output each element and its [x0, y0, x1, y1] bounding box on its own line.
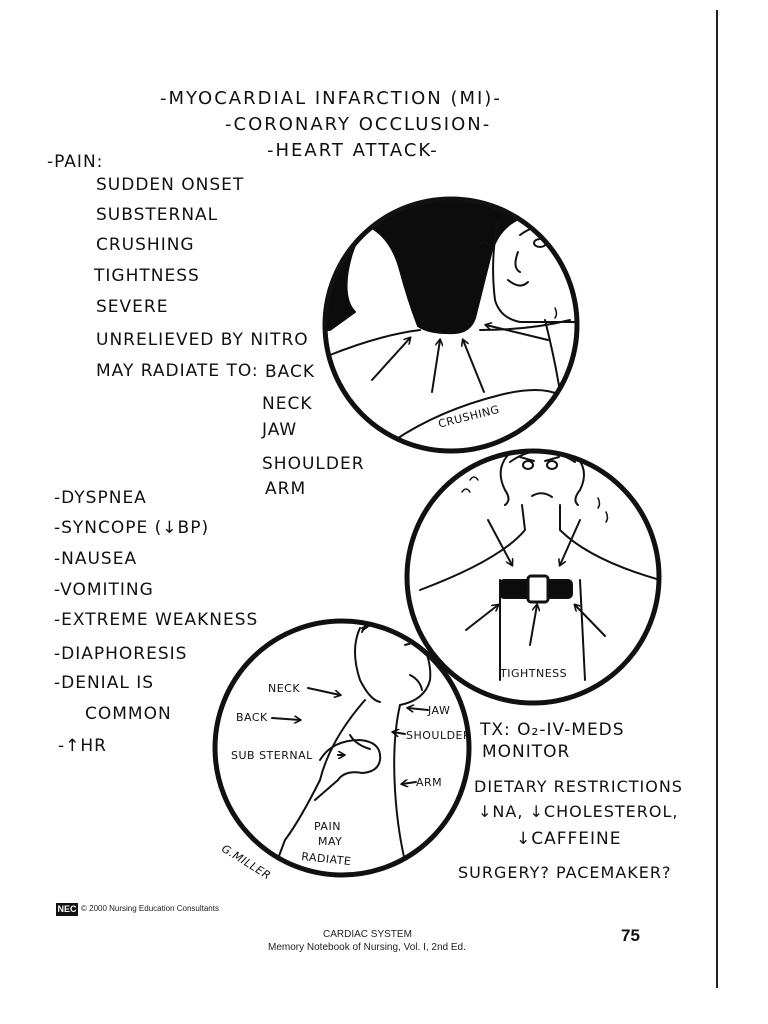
title-line-3: -HEART ATTACK- [267, 140, 439, 161]
jaw-label: JAW [428, 704, 451, 717]
treatment-tx: TX: O₂-IV-MEDS [480, 720, 625, 740]
copyright: © 2000 Nursing Education Consultants [81, 904, 219, 913]
book-title: Memory Notebook of Nursing, Vol. I, 2nd … [268, 942, 466, 953]
crushing-illustration [322, 196, 580, 454]
symptom-item: -DENIAL IS [54, 673, 155, 693]
diet-heading: DIETARY RESTRICTIONS [474, 777, 683, 796]
shoulder-label: SHOULDER [406, 729, 472, 742]
symptom-item: -DYSPNEA [54, 488, 147, 508]
substernal-label: SUB STERNAL [231, 749, 313, 762]
radiate-caption-line: PAIN [314, 820, 341, 833]
pain-heading: -PAIN: [47, 152, 104, 172]
pain-item: SUDDEN ONSET [96, 175, 245, 195]
pain-item: TIGHTNESS [94, 266, 200, 286]
radiate-site: JAW [262, 420, 298, 440]
symptom-item: -SYNCOPE (↓BP) [54, 518, 210, 538]
tightness-illustration [404, 448, 662, 706]
radiate-label: MAY RADIATE TO: [96, 361, 259, 381]
radiate-site: SHOULDER [262, 454, 365, 474]
pain-item: SEVERE [96, 297, 169, 317]
publisher-logo: NEC [56, 903, 78, 916]
symptom-item: -DIAPHORESIS [54, 644, 188, 664]
title-line-1: -MYOCARDIAL INFARCTION (MI)- [160, 88, 502, 109]
surgery-pacemaker: SURGERY? PACEMAKER? [458, 863, 672, 882]
radiate-site: ARM [265, 479, 307, 499]
radiate-site: NECK [262, 394, 313, 414]
symptom-item: -NAUSEA [54, 549, 138, 569]
title-line-2: -CORONARY OCCLUSION- [225, 114, 492, 135]
diet-line-2: ↓CAFFEINE [516, 829, 622, 849]
symptom-item: COMMON [85, 704, 172, 724]
page-number: 75 [621, 926, 640, 945]
diet-line-1: ↓NA, ↓CHOLESTEROL, [478, 802, 679, 821]
arm-label: ARM [416, 776, 443, 789]
symptom-item: -VOMITING [54, 580, 154, 600]
section-name: CARDIAC SYSTEM [323, 929, 412, 940]
radiate-site: BACK [265, 362, 316, 382]
radiate-caption-line: MAY [318, 835, 343, 848]
pain-item: UNRELIEVED BY NITRO [96, 330, 309, 350]
pain-item: SUBSTERNAL [96, 205, 219, 225]
symptom-item: -↑HR [58, 736, 107, 756]
back-label: BACK [236, 711, 268, 724]
neck-label: NECK [268, 682, 301, 695]
page-edge-line [716, 10, 718, 988]
treatment-monitor: MONITOR [482, 742, 571, 762]
pain-item: CRUSHING [96, 235, 195, 255]
tightness-label: TIGHTNESS [500, 667, 568, 680]
radiate-illustration [212, 618, 472, 878]
symptom-item: -EXTREME WEAKNESS [54, 610, 259, 630]
